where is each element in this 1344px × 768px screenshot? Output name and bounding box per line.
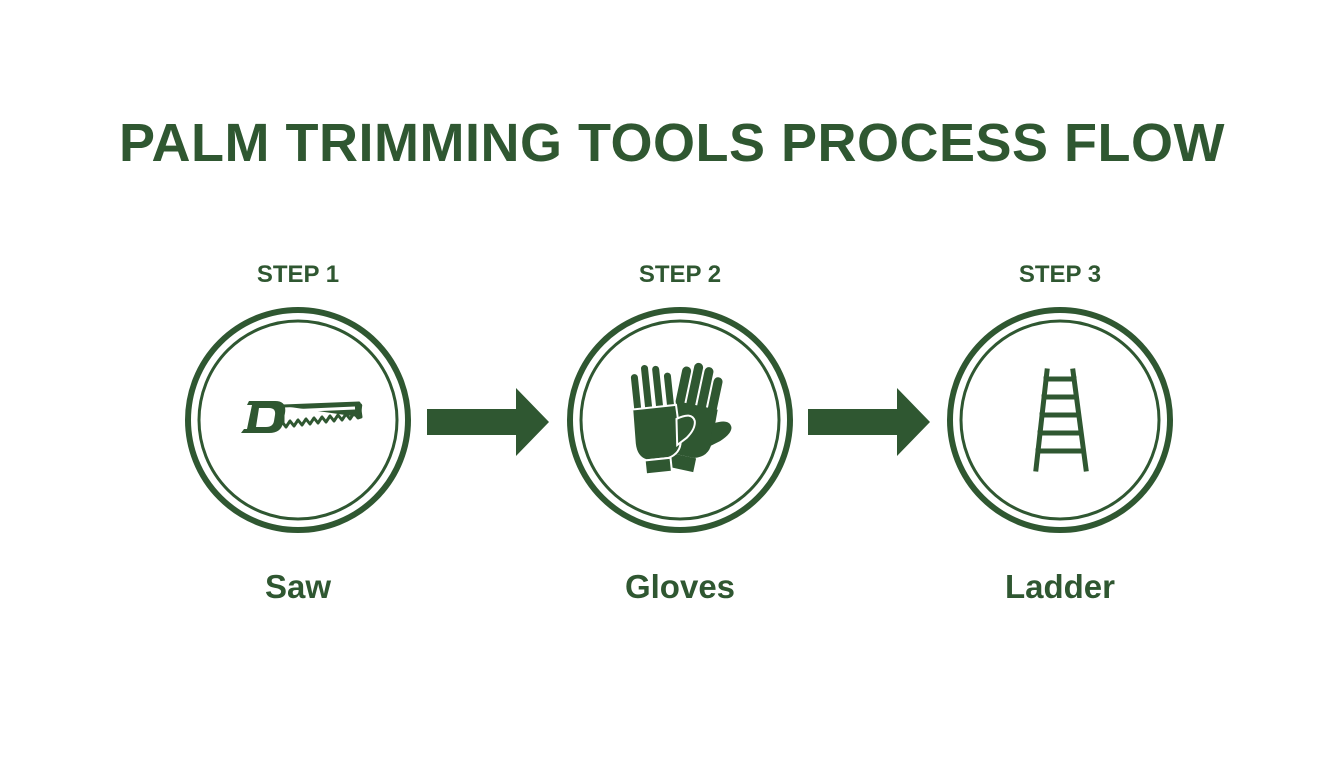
step-label: STEP 2 <box>638 261 722 288</box>
step-name: Ladder <box>1004 568 1116 605</box>
step-circle <box>185 307 411 533</box>
step-circle <box>567 307 793 533</box>
gloves-icon <box>628 362 732 476</box>
saw-icon <box>241 401 363 433</box>
arrow-right-icon <box>427 388 549 456</box>
step-name: Gloves <box>624 568 736 605</box>
step-name: Saw <box>264 568 332 605</box>
step-3: STEP 3 Ladder <box>940 255 1180 615</box>
step-2: STEP 2 <box>560 255 800 615</box>
step-circle <box>947 307 1173 533</box>
step-label: STEP 3 <box>1018 261 1102 288</box>
ladder-icon <box>1033 368 1089 472</box>
arrow-right-icon <box>808 388 930 456</box>
page-title: PALM TRIMMING TOOLS PROCESS FLOW <box>119 113 1225 173</box>
step-label: STEP 1 <box>256 261 340 288</box>
step-1: STEP 1 Saw <box>178 255 418 615</box>
